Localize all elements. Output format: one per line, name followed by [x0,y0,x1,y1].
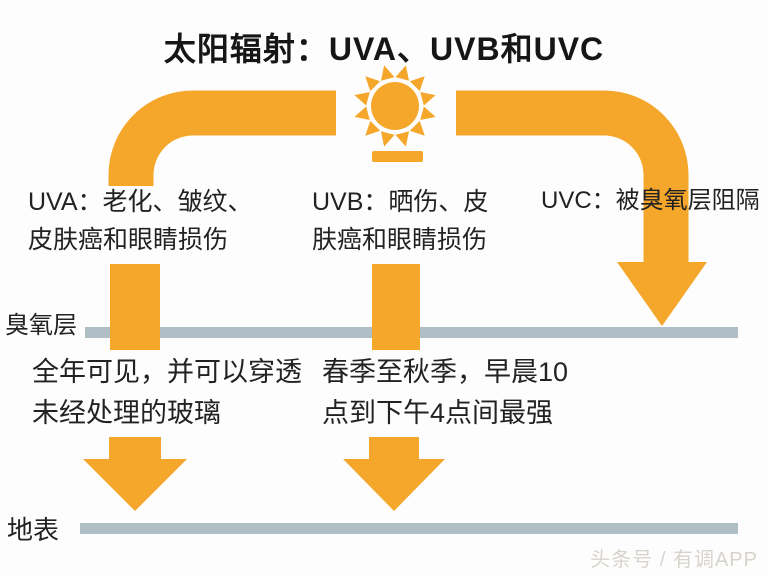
uva-ground-arrow-shaft [109,437,161,460]
uvb-effects-line1: UVB：晒伤、皮 [312,188,489,216]
uvb-ground-arrowhead [343,459,445,511]
watermark-text: 头条号 / 有调APP [590,549,758,571]
uvc-elbow-arrow [456,90,689,264]
ozone-layer-label: 臭氧层 [5,312,77,339]
ground-surface-label: 地表 [7,515,60,545]
sun-ray [395,131,410,147]
sun-ray [395,65,410,81]
uvb-timing-line1: 春季至秋季，早晨10 [322,357,569,387]
uvb-effects-text: UVB：晒伤、皮 肤癌和眼睛损伤 [312,183,488,259]
ground-surface-bar [80,523,738,534]
sun-ray [354,106,370,121]
sun-ray [354,91,370,106]
sun-icon [354,65,436,147]
sun-ray [420,106,436,121]
uvc-blocked-text: UVC：被臭氧层阻隔 [541,187,760,214]
orange-shapes [83,65,707,511]
uvc-arrowhead [617,262,707,326]
uva-ground-arrowhead [83,459,187,511]
elbow-arrows [108,90,689,264]
uvb-ground-arrow-shaft [369,437,419,460]
uva-timing-line2: 未经处理的玻璃 [32,398,221,428]
uva-elbow-arrow [108,90,336,186]
sun-ray [380,65,395,81]
sun-ray [409,120,425,136]
uvb-effects-line2: 肤癌和眼睛损伤 [312,226,488,254]
uva-timing-text: 全年可见，并可以穿透 未经处理的玻璃 [32,352,302,434]
sun-ray [409,76,425,92]
uva-effects-line2: 皮肤癌和眼睛损伤 [28,226,229,254]
uvb-timing-line2: 点到下午4点间最强 [322,398,554,428]
uvb-timing-text: 春季至秋季，早晨10 点到下午4点间最强 [322,352,568,434]
sun-ray [365,76,381,92]
uva-effects-line1: UVA：老化、皱纹、 [28,188,253,216]
uva-timing-line1: 全年可见，并可以穿透 [32,357,302,387]
uva-effects-text: UVA：老化、皱纹、 皮肤癌和眼睛损伤 [28,183,253,259]
uvb-start-bar [372,151,423,162]
sun-ray [420,91,436,106]
uvb-ozone-shaft [372,264,420,350]
sun-core [371,82,419,130]
diagram-title: 太阳辐射：UVA、UVB和UVC [163,31,605,67]
uva-ozone-shaft [110,264,160,350]
sun-ray [365,120,381,136]
sun-ray [380,131,395,147]
